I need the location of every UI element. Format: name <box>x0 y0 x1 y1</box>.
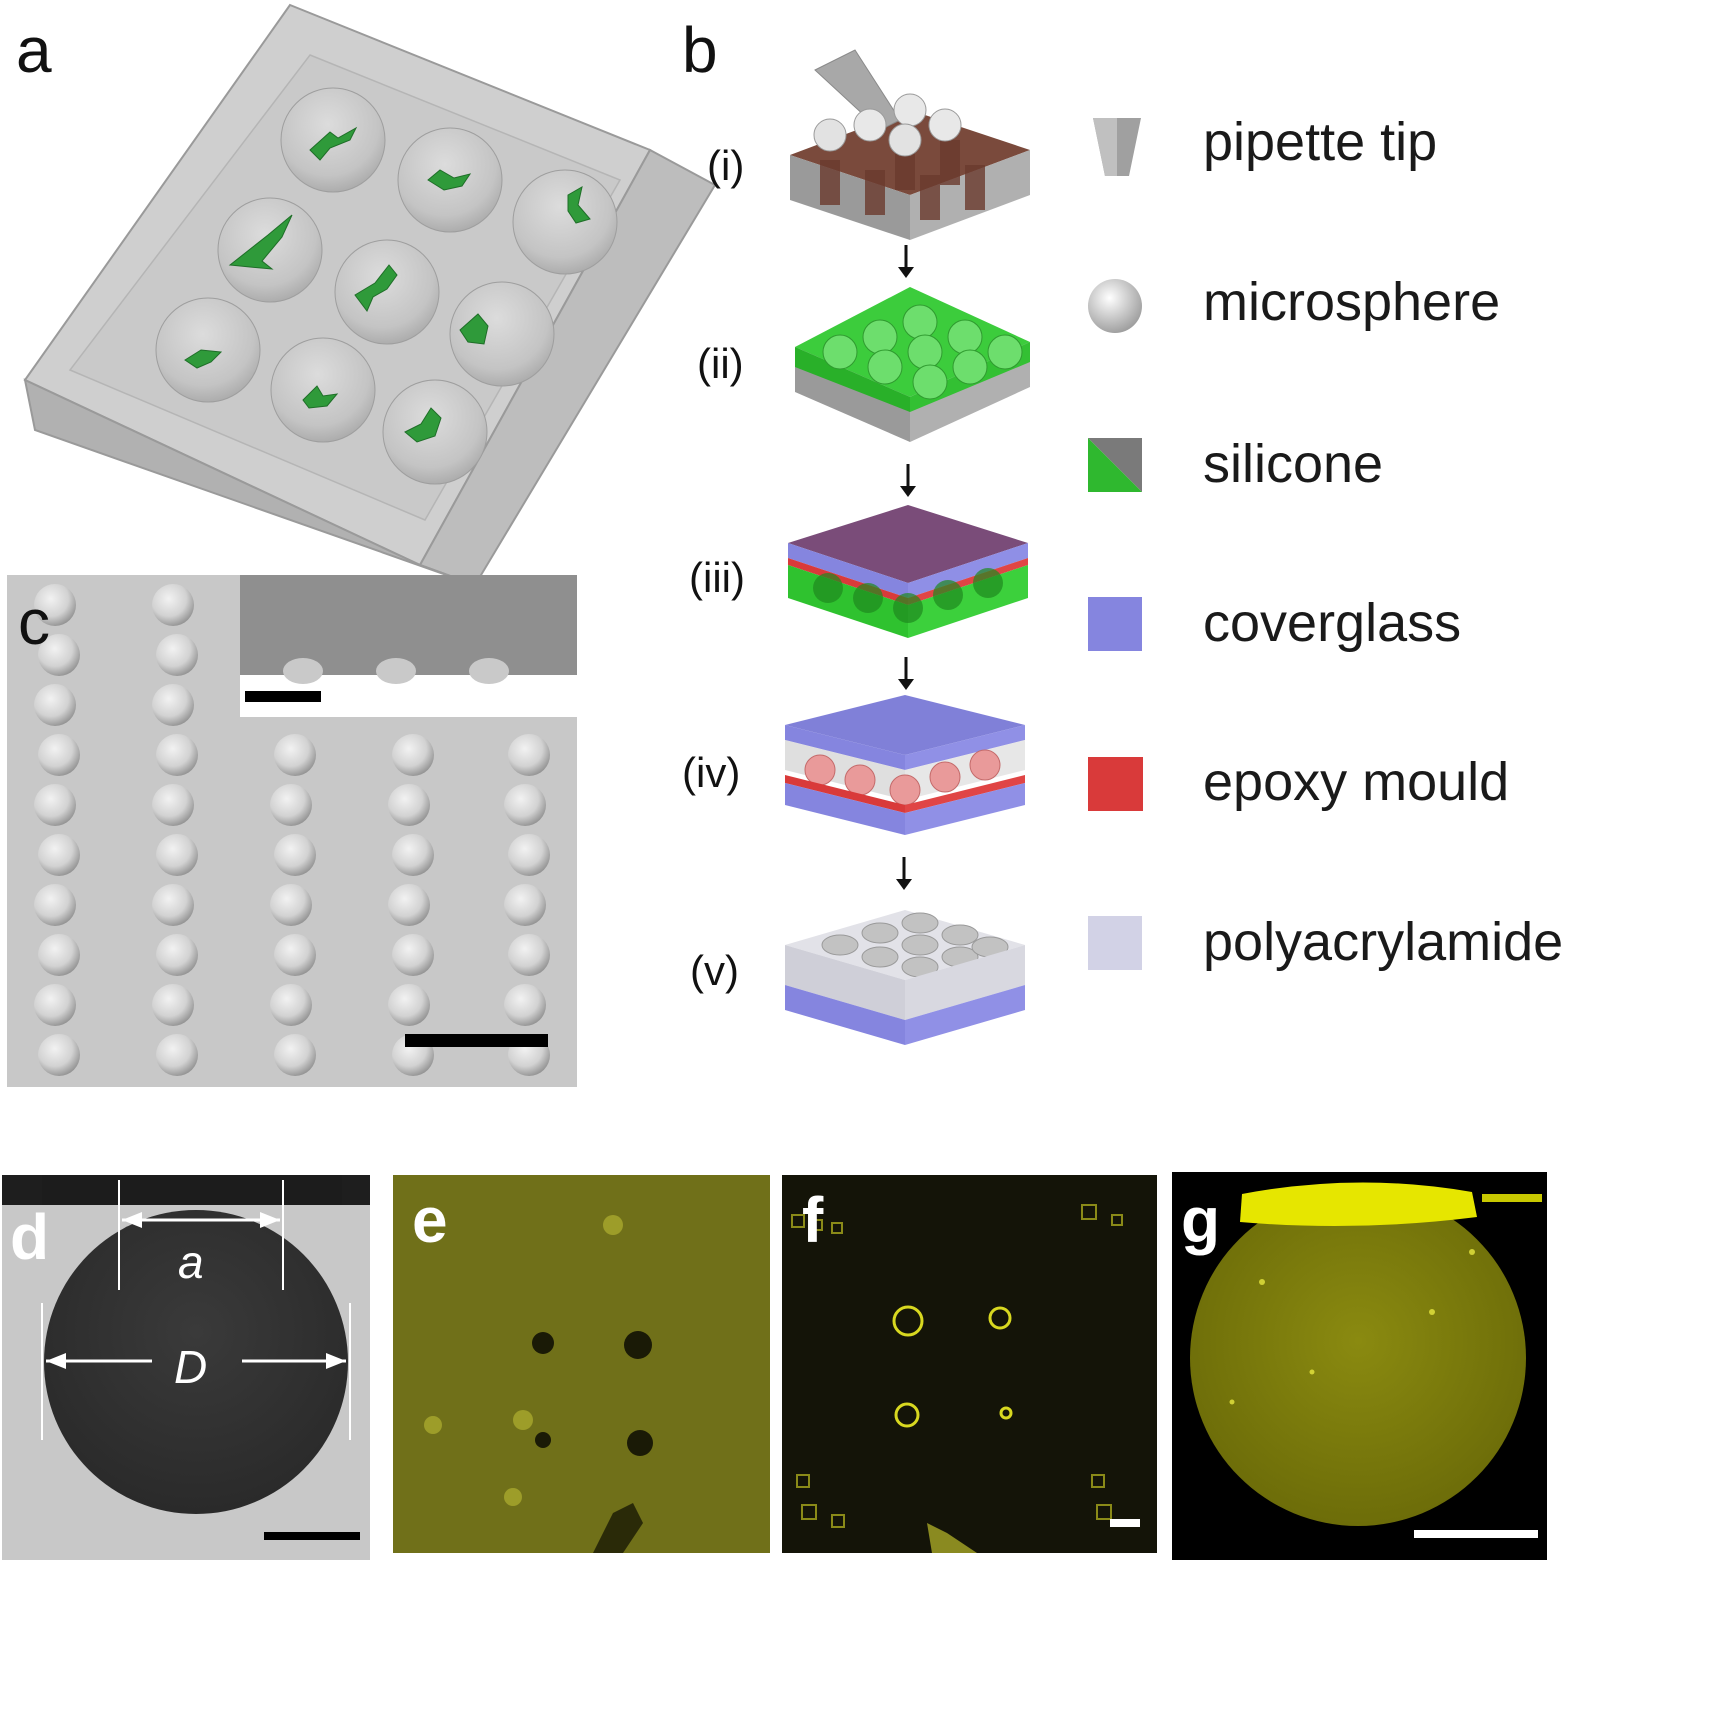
legend-icon-epoxy-mould <box>1088 757 1143 811</box>
hemisphere-bump <box>392 834 434 876</box>
panel-label-g: g <box>1181 1184 1221 1256</box>
hemisphere-bump <box>156 934 198 976</box>
legend-label-pipette-tip: pipette tip <box>1203 112 1438 172</box>
step-label-i: (i) <box>707 142 745 189</box>
dimension-label-D: D <box>174 1341 208 1393</box>
hemisphere-bump <box>270 784 312 826</box>
hemisphere-bump <box>392 934 434 976</box>
panel-c-sem-image <box>7 575 577 1087</box>
down-arrow-1 <box>894 245 918 279</box>
inset-scale-bar <box>245 691 321 702</box>
hemisphere-bump <box>38 734 80 776</box>
hemisphere-bump <box>156 634 198 676</box>
hemisphere-bump <box>508 734 550 776</box>
hemisphere-bump <box>38 634 80 676</box>
legend-icon-silicone <box>1088 438 1142 492</box>
step-label-v: (v) <box>690 947 739 994</box>
green-cells <box>184 126 591 443</box>
down-arrow-4 <box>892 857 916 891</box>
hemisphere-bump <box>388 784 430 826</box>
hemisphere-bump-grid <box>34 584 550 1076</box>
legend-label-coverglass: coverglass <box>1203 593 1462 653</box>
hemisphere-bump <box>38 934 80 976</box>
hemisphere-bump <box>504 984 546 1026</box>
panel-label-c: c <box>18 586 50 658</box>
legend-icon-polyacrylamide <box>1088 916 1142 970</box>
hemisphere-bump <box>152 784 194 826</box>
hemisphere-bump <box>504 784 546 826</box>
step-label-iv: (iv) <box>682 749 741 796</box>
scale-bar <box>1110 1519 1140 1527</box>
legend-label-microsphere: microsphere <box>1203 272 1501 332</box>
sphere-cross-section <box>1190 1190 1526 1526</box>
legend-icon-microsphere <box>1087 278 1143 334</box>
legend-label-epoxy-mould: epoxy mould <box>1203 752 1510 812</box>
panel-g-fluorescence-image <box>1172 1172 1547 1560</box>
hemisphere-bump <box>156 734 198 776</box>
hemisphere-bump <box>34 584 76 626</box>
scale-bar <box>1414 1530 1538 1538</box>
hemisphere-bump <box>34 784 76 826</box>
hemisphere-bump <box>38 1034 80 1076</box>
hemisphere-bump <box>152 884 194 926</box>
hemisphere-bump <box>274 1034 316 1076</box>
panel-label-d: d <box>10 1201 50 1273</box>
legend-label-silicone: silicone <box>1203 434 1384 494</box>
hemisphere-bump <box>388 884 430 926</box>
hemisphere-bump <box>156 834 198 876</box>
step-label-ii: (ii) <box>697 340 744 387</box>
hemisphere-bump <box>270 984 312 1026</box>
dimension-label-a: a <box>178 1236 204 1288</box>
scale-bar <box>405 1034 548 1047</box>
hemisphere-bump <box>270 884 312 926</box>
legend-icon-coverglass <box>1088 597 1142 651</box>
panel-d-micrograph <box>2 1175 370 1560</box>
down-arrow-2 <box>896 464 920 498</box>
legend-icon-pipette-tip <box>1093 118 1141 178</box>
panel-label-e: e <box>412 1184 448 1256</box>
hemisphere-bump <box>34 984 76 1026</box>
hemisphere-bump <box>274 834 316 876</box>
step-iii-illustration <box>783 503 1033 643</box>
hemisphere-bump <box>34 884 76 926</box>
panel-label-f: f <box>802 1184 824 1256</box>
hemisphere-bump <box>152 584 194 626</box>
hemisphere-bump <box>152 684 194 726</box>
hemisphere-bump <box>388 984 430 1026</box>
legend-label-polyacrylamide: polyacrylamide <box>1203 912 1564 972</box>
panel-e-fluorescence-image <box>393 1175 770 1553</box>
step-label-iii: (iii) <box>689 554 745 601</box>
step-ii-illustration <box>790 282 1040 452</box>
hemisphere-bump <box>508 834 550 876</box>
panel-label-b: b <box>682 14 718 86</box>
hemisphere-bump <box>152 984 194 1026</box>
microspheres <box>813 93 962 157</box>
hemisphere-bump <box>504 884 546 926</box>
hemisphere-bump <box>156 1034 198 1076</box>
step-v-illustration <box>780 905 1030 1050</box>
step-i-illustration <box>785 45 1045 245</box>
hemisphere-bump <box>34 684 76 726</box>
scale-bar <box>264 1532 360 1540</box>
hemisphere-bump <box>38 834 80 876</box>
hemisphere-bump <box>274 934 316 976</box>
panel-f-fluorescence-image <box>782 1175 1157 1553</box>
hemisphere-bump <box>274 734 316 776</box>
panel-a-gel-illustration <box>20 0 720 600</box>
down-arrow-3 <box>894 657 918 691</box>
step-iv-illustration <box>780 695 1030 845</box>
hemisphere-bump <box>392 734 434 776</box>
hemisphere-bump <box>508 934 550 976</box>
panel-label-a: a <box>16 14 52 86</box>
